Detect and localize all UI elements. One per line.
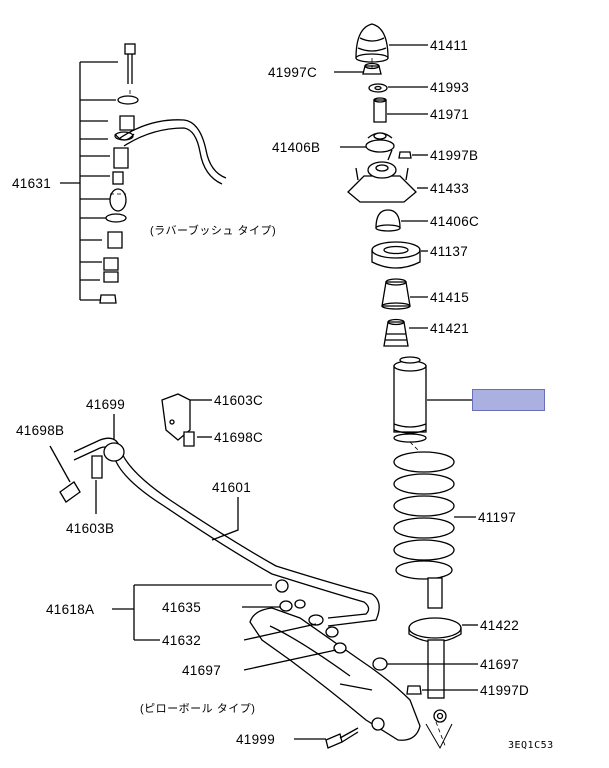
label-41698B: 41698B — [16, 423, 65, 438]
spring-seat-41137 — [371, 241, 421, 269]
label-41603B: 41603B — [66, 521, 115, 536]
label-41415: 41415 — [430, 290, 470, 305]
bushing-41406B — [365, 132, 395, 153]
bolt-41698B — [49, 445, 81, 503]
nut-41997C — [362, 62, 382, 75]
bushing-41635 — [275, 579, 306, 612]
label-41406C: 41406C — [430, 214, 480, 229]
label-41999: 41999 — [236, 732, 276, 747]
label-41997D: 41997D — [480, 683, 530, 698]
nut-41997D — [406, 685, 422, 695]
upper-mount-41433 — [347, 149, 417, 203]
bushing-41632 — [308, 614, 339, 638]
dust-cover — [393, 356, 427, 443]
stabilizer-link-stack-41631 — [60, 43, 227, 304]
collar-41971 — [373, 97, 387, 123]
label-41422: 41422 — [480, 618, 520, 633]
label-41601: 41601 — [212, 480, 252, 495]
stabilizer-bar-41601 — [73, 437, 380, 627]
label-41137: 41137 — [430, 244, 469, 259]
bushing-41697-right — [372, 657, 388, 671]
label-41697-left: 41697 — [182, 663, 222, 678]
label-41433: 41433 — [430, 181, 470, 196]
label-41697-right: 41697 — [480, 657, 520, 672]
label-41632: 41632 — [162, 633, 202, 648]
label-41635: 41635 — [162, 600, 202, 615]
note-rubber-bush-type: (ラバーブッシュ タイプ) — [150, 225, 277, 237]
diagram-code: 3EQ1C53 — [508, 740, 554, 751]
label-41971: 41971 — [430, 107, 470, 122]
nut-41997B — [398, 151, 412, 159]
washer-41993 — [368, 83, 388, 93]
lower-arm — [249, 607, 421, 741]
bound-stopper-41421 — [383, 318, 409, 347]
label-41603C: 41603C — [214, 393, 264, 408]
label-41197: 41197 — [478, 510, 517, 525]
label-41618A: 41618A — [46, 602, 95, 617]
strut-cap-41411 — [355, 23, 389, 63]
bump-stop-41415 — [381, 278, 411, 310]
highlighted-part-callout[interactable] — [472, 389, 545, 411]
shock-absorber-41422 — [408, 577, 462, 723]
bracket-41603C — [161, 393, 196, 447]
label-41997B: 41997B — [430, 148, 479, 163]
label-41421: 41421 — [430, 321, 470, 336]
bushing-41697-left — [333, 642, 347, 654]
label-41631: 41631 — [12, 176, 52, 191]
label-41699: 41699 — [86, 397, 126, 412]
bolt-41999 — [325, 727, 359, 749]
bushing-41406C — [375, 209, 401, 232]
coil-spring-41197 — [393, 451, 455, 580]
label-41997C: 41997C — [268, 65, 318, 80]
label-41411: 41411 — [430, 38, 469, 53]
label-41698C: 41698C — [214, 430, 264, 445]
label-41406B: 41406B — [272, 140, 321, 155]
note-pillow-ball-type: (ピローボール タイプ) — [140, 703, 256, 715]
label-41993: 41993 — [430, 80, 470, 95]
